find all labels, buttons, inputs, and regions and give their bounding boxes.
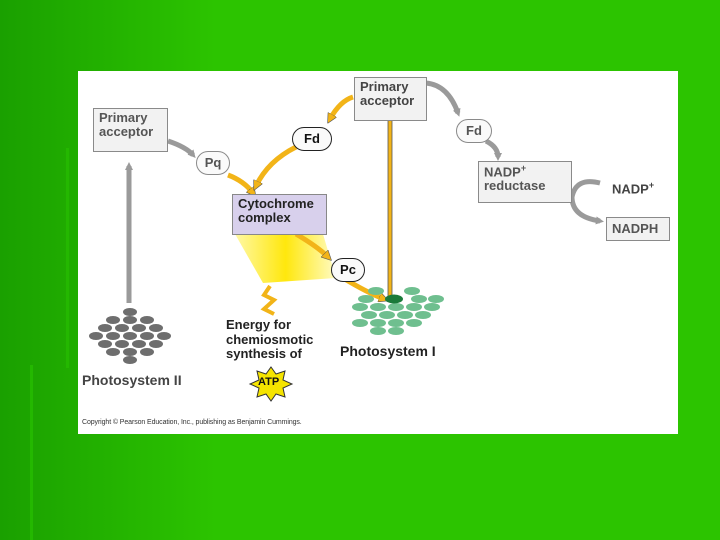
ps1-reaction-center — [385, 294, 403, 304]
pc-label: Pc — [340, 262, 356, 277]
ps2-pigments — [89, 308, 171, 364]
plus-sign: + — [648, 180, 655, 190]
diagram-panel: Primary acceptor Pq Fd Primary acceptor … — [78, 71, 678, 434]
nadph: NADPH — [606, 217, 670, 241]
arrow-acceptor-to-pq — [167, 138, 196, 159]
photosystem-ii-label: Photosystem II — [82, 373, 182, 388]
cytochrome-complex: Cytochrome complex — [232, 194, 327, 235]
arrow-acceptor-to-fd-right — [425, 80, 461, 117]
arrow-fd-to-cytochrome — [256, 144, 298, 186]
pc-carrier: Pc — [331, 258, 365, 282]
ps1-primary-acceptor-label: Primary acceptor — [360, 79, 415, 109]
photosystem-ii-text: Photosystem II — [82, 372, 182, 388]
reductase-suffix-label: reductase — [484, 178, 546, 194]
arrow-pq-to-cytochrome — [227, 172, 253, 193]
diagram-graphics — [89, 80, 604, 402]
photosystem-i-label: Photosystem I — [340, 344, 436, 359]
arrow-cytochrome-to-pc — [294, 231, 328, 257]
fd-left-label: Fd — [304, 131, 320, 146]
energy-label-text: Energy for chemiosmotic synthesis of — [226, 317, 314, 362]
nadp-reductase-label: NADP — [484, 164, 521, 180]
atp-star-shape — [248, 366, 294, 402]
nadp-plus: NADP+ — [612, 180, 655, 197]
ps1-pigments — [352, 287, 444, 335]
nadp-plus-label: NADP — [612, 181, 649, 197]
copyright-text: Copyright © Pearson Education, Inc., pub… — [82, 419, 302, 426]
cytochrome-label: Cytochrome complex — [238, 196, 314, 226]
energy-label: Energy for chemiosmotic synthesis of — [226, 317, 336, 362]
arrow-acceptor-to-fd-cyclic — [330, 94, 354, 119]
nadph-label: NADPH — [612, 221, 659, 236]
ps2-primary-acceptor: Primary acceptor — [93, 108, 168, 152]
copyright-notice: Copyright © Pearson Education, Inc., pub… — [82, 419, 302, 426]
pq-label: Pq — [204, 155, 222, 170]
arrow-nadp-to-nadph — [569, 179, 604, 225]
plus-sign: + — [520, 163, 527, 173]
photosystem-i-text: Photosystem I — [340, 343, 436, 359]
pq-carrier: Pq — [196, 151, 230, 175]
background-stripe — [30, 365, 33, 540]
nadp-reductase: NADP+ reductase — [478, 161, 572, 203]
arrow-fd-to-reductase — [484, 138, 502, 161]
energy-beam — [235, 234, 336, 283]
ps1-primary-acceptor: Primary acceptor — [354, 77, 427, 121]
background-stripe — [66, 148, 69, 368]
fd-carrier-right: Fd — [456, 119, 492, 143]
lightning-bolt — [260, 284, 278, 316]
atp-label: ATP — [258, 376, 280, 389]
fd-carrier-cyclic: Fd — [292, 127, 332, 151]
fd-right-label: Fd — [466, 123, 482, 138]
ps2-primary-acceptor-label: Primary acceptor — [99, 110, 154, 140]
atp-text: ATP — [258, 376, 280, 388]
